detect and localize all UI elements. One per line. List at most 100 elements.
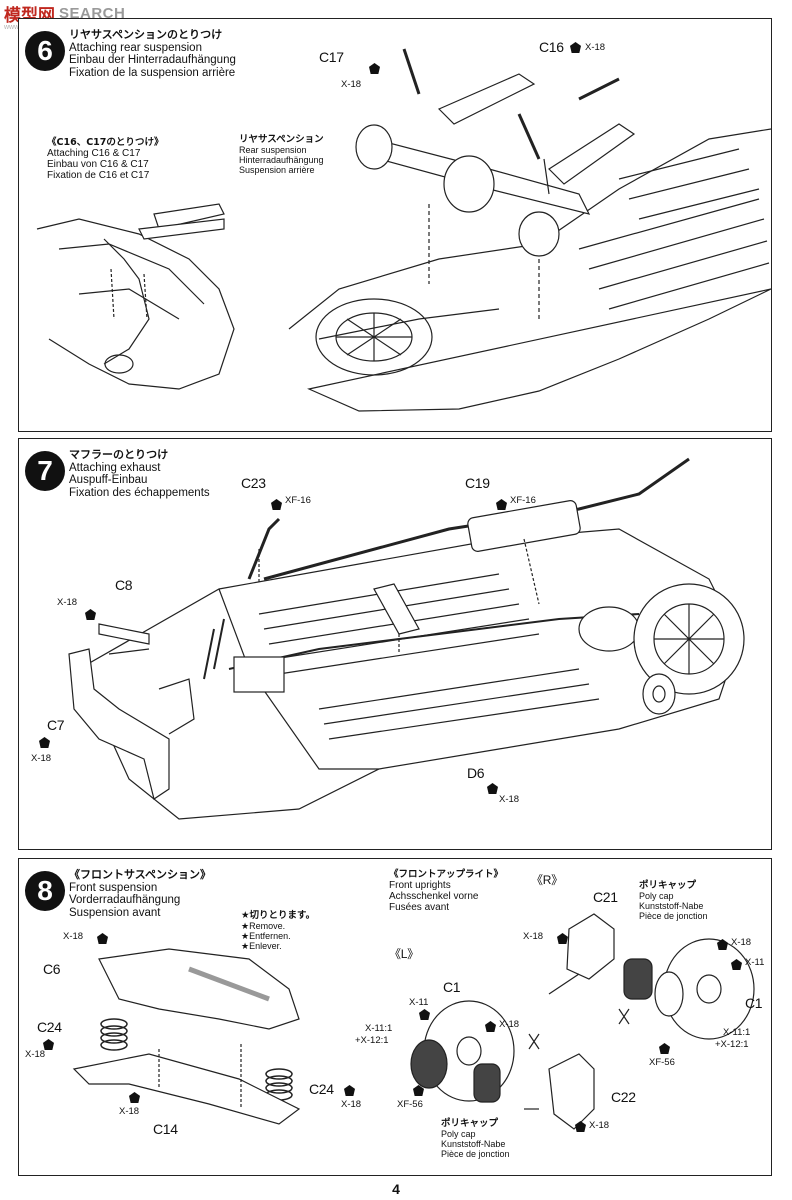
- paint-bullet-icon: [344, 1085, 355, 1096]
- part-c16: C16: [539, 39, 564, 55]
- paint-bullet-icon: [717, 939, 728, 950]
- uprights-de: Achsschenkel vorne: [389, 891, 479, 902]
- watermark-en: SEARCH: [59, 4, 126, 22]
- step-7-title-jp: マフラーのとりつけ: [69, 448, 169, 461]
- c1-right-mix-2: +X-12:1: [715, 1039, 749, 1050]
- paint-bullet-icon: [369, 63, 380, 74]
- part-c24-left: C24: [37, 1019, 62, 1035]
- c1-left-mix-2: +X-12:1: [355, 1035, 389, 1046]
- step-8-title-jp: 《フロントサスペンション》: [69, 868, 212, 881]
- paint-bullet-icon: [129, 1092, 140, 1103]
- pc-l-en: Poly cap: [441, 1129, 476, 1139]
- inset-title-en: Attaching C16 & C17: [47, 148, 141, 159]
- paint-bullet-icon: [39, 737, 50, 748]
- c1-right-paint-code-1: X-18: [731, 937, 752, 948]
- c1-left-paint-code: X-11: [409, 997, 429, 1008]
- c8-paint-code: X-18: [57, 597, 78, 608]
- step-8-title-fr: Suspension avant: [69, 906, 161, 919]
- rs-en: Rear suspension: [239, 145, 307, 155]
- part-d6: D6: [467, 765, 485, 781]
- part-c21: C21: [593, 889, 618, 905]
- pc-l-de: Kunststoff-Nabe: [441, 1139, 506, 1149]
- paint-bullet-icon: [659, 1043, 670, 1054]
- c7-paint-code: X-18: [31, 753, 52, 764]
- paint-bullet-icon: [487, 783, 498, 794]
- front-uprights-caption: 《フロントアップライト》 Front uprights Achsschenkel…: [389, 869, 503, 913]
- pc-r-jp: ポリキャップ: [639, 880, 697, 891]
- d6-paint-code: X-18: [499, 794, 520, 805]
- rs-jp: リヤサスペンション: [239, 134, 324, 145]
- step-6-number: 6: [25, 31, 65, 71]
- c24-right-paint-code: X-18: [341, 1099, 362, 1110]
- left-side-mark: 《L》: [389, 947, 419, 961]
- paint-bullet-icon: [43, 1039, 54, 1050]
- paint-bullet-icon: [85, 609, 96, 620]
- step-6-title-fr: Fixation de la suspension arrière: [69, 66, 236, 79]
- step-6-heading: リヤサスペンションのとりつけ Attaching rear suspension…: [69, 28, 236, 79]
- paint-bullet-icon: [97, 933, 108, 944]
- remove-jp: ★切りとります。: [241, 910, 316, 921]
- step-7-title-fr: Fixation des échappements: [69, 486, 210, 499]
- uprights-en: Front uprights: [389, 880, 451, 891]
- part-c7: C7: [47, 717, 65, 733]
- part-c17: C17: [319, 49, 344, 65]
- pc-r-de: Kunststoff-Nabe: [639, 901, 704, 911]
- remove-en: ★Remove.: [241, 921, 286, 931]
- right-side-mark: 《R》: [531, 873, 563, 887]
- pc-r-fr: Pièce de jonction: [639, 911, 708, 921]
- rear-suspension-caption: リヤサスペンション Rear suspension Hinterradaufhä…: [239, 134, 324, 176]
- step-7-heading: マフラーのとりつけ Attaching exhaust Auspuff-Einb…: [69, 448, 210, 499]
- inset-title-fr: Fixation de C16 et C17: [47, 170, 150, 181]
- exhaust-illustration: [68, 457, 745, 820]
- step-8-panel: 8 《フロントサスペンション》 Front suspension Vorderr…: [18, 858, 772, 1176]
- c21-paint-code: X-18: [523, 931, 544, 942]
- poly-cap-caption-right: ポリキャップ Poly cap Kunststoff-Nabe Pièce de…: [639, 880, 708, 922]
- c17-paint-code: X-18: [341, 79, 362, 90]
- paint-bullet-icon: [557, 933, 568, 944]
- remove-fr: ★Enlever.: [241, 941, 282, 951]
- remove-note: ★切りとります。 ★Remove. ★Entfernen. ★Enlever.: [241, 910, 316, 952]
- part-c19: C19: [465, 475, 490, 491]
- poly-cap-caption-left: ポリキャップ Poly cap Kunststoff-Nabe Pièce de…: [441, 1119, 510, 1160]
- step-6-title-jp: リヤサスペンションのとりつけ: [69, 28, 223, 41]
- c16-paint-code: X-18: [585, 42, 606, 53]
- c1-right-paint-code-3: XF-56: [649, 1057, 675, 1068]
- c1-left-mix-1: X-11:1: [365, 1023, 393, 1034]
- step-7-title-en: Attaching exhaust: [69, 461, 161, 474]
- paint-bullet-icon: [731, 959, 742, 970]
- page-number: 4: [392, 1181, 400, 1197]
- paint-bullet-icon: [413, 1085, 424, 1096]
- c1-left-paint-code-3: XF-56: [397, 1099, 423, 1110]
- paint-bullet-icon: [575, 1121, 586, 1132]
- step-8-number: 8: [25, 871, 65, 911]
- paint-bullet-icon: [419, 1009, 430, 1020]
- c19-paint-code: XF-16: [510, 495, 536, 506]
- step-6-title-de: Einbau der Hinterradaufhängung: [69, 54, 236, 66]
- inset-title-jp: 《C16、C17のとりつけ》: [47, 137, 164, 148]
- step-6-panel: 6 リヤサスペンションのとりつけ Attaching rear suspensi…: [18, 18, 772, 432]
- pc-l-fr: Pièce de jonction: [441, 1149, 510, 1159]
- uprights-jp: 《フロントアップライト》: [389, 869, 504, 880]
- c6-paint-code: X-18: [63, 931, 84, 942]
- rear-suspension-illustration: [36, 48, 772, 412]
- c1-right-mix-1: X-11:1: [723, 1027, 751, 1038]
- c24-left-paint-code: X-18: [25, 1049, 46, 1060]
- pc-r-en: Poly cap: [639, 891, 674, 901]
- part-c23: C23: [241, 475, 266, 491]
- step-8-heading: 《フロントサスペンション》 Front suspension Vorderrad…: [69, 868, 212, 919]
- part-c22: C22: [611, 1089, 636, 1105]
- step-7-title-de: Auspuff-Einbau: [69, 474, 148, 486]
- inset-title-de: Einbau von C16 & C17: [47, 159, 149, 170]
- paint-bullet-icon: [496, 499, 507, 510]
- part-c8: C8: [115, 577, 133, 593]
- uprights-fr: Fusées avant: [389, 902, 450, 913]
- c1-left-paint-code-2: X-18: [499, 1019, 520, 1030]
- paint-bullet-icon: [570, 42, 581, 53]
- paint-bullet-icon: [271, 499, 282, 510]
- c14-paint-code: X-18: [119, 1106, 140, 1117]
- c1-right-paint-code-2: X-11: [745, 957, 765, 968]
- c22-paint-code: X-18: [589, 1120, 610, 1131]
- part-c24-right: C24: [309, 1081, 334, 1097]
- remove-de: ★Entfernen.: [241, 931, 291, 941]
- part-c6: C6: [43, 961, 61, 977]
